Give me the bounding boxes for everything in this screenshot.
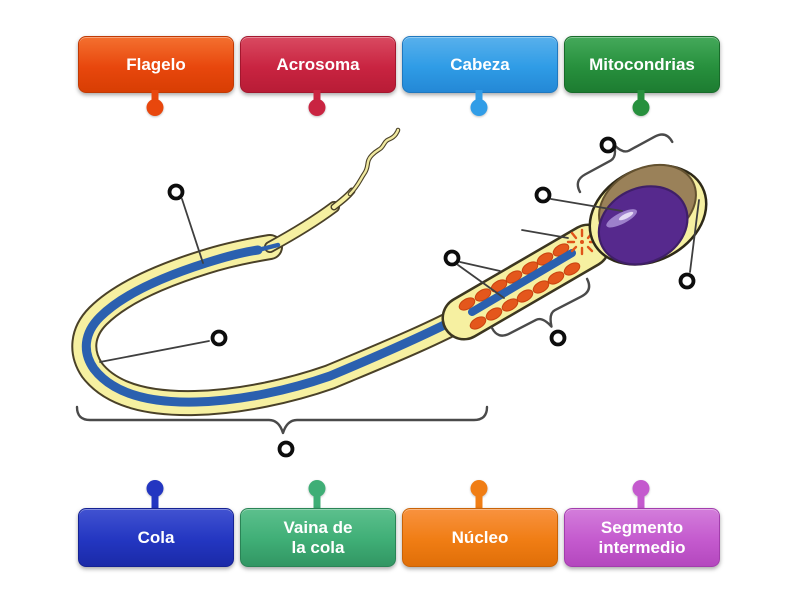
pointer-line-mitochondria-2 <box>457 264 505 299</box>
drop-target-nucleus[interactable] <box>534 186 552 204</box>
pointer-line-nucleus <box>550 198 623 212</box>
label-chip-text: Mitocondrias <box>564 36 720 93</box>
chip-stem <box>637 495 645 508</box>
label-chip-text: Núcleo <box>402 508 558 567</box>
label-chip-text: Segmento intermedio <box>564 508 720 567</box>
drop-target-acrosome[interactable] <box>678 272 696 290</box>
pointer-line-mitochondria-1 <box>459 261 501 272</box>
chip-stem <box>313 90 321 103</box>
pointer-line-tail <box>181 198 204 264</box>
chip-stem <box>475 90 483 103</box>
label-chip-text: Acrosoma <box>240 36 396 93</box>
drop-targets <box>167 136 696 458</box>
chip-dot <box>308 480 326 497</box>
chip-stem <box>151 495 159 508</box>
chip-stem <box>151 90 159 103</box>
chip-dot <box>632 99 650 116</box>
chip-stem <box>475 495 483 508</box>
chip-dot <box>470 99 488 116</box>
chip-dot <box>470 480 488 497</box>
drop-target-tail-full[interactable] <box>277 440 295 458</box>
chip-dot <box>146 99 164 116</box>
pointer-line-sheath <box>99 340 210 363</box>
chip-stem <box>637 90 645 103</box>
label-chip-text: Cabeza <box>402 36 558 93</box>
chip-dot <box>632 480 650 497</box>
pointer-line-centriole <box>521 229 569 239</box>
drop-target-head[interactable] <box>599 136 617 154</box>
chip-dot <box>146 480 164 497</box>
brace-tail-full <box>75 405 489 435</box>
chip-dot <box>308 99 326 116</box>
label-chip-text: Vaina de la cola <box>240 508 396 567</box>
mitochondria-ovals <box>458 243 581 330</box>
drop-target-tail-upper[interactable] <box>167 183 185 201</box>
nucleus-ellipse <box>597 185 689 266</box>
drop-target-midpiece[interactable] <box>549 329 567 347</box>
midpiece-axoneme-stripe <box>468 249 576 316</box>
pointer-lines <box>99 198 700 363</box>
brace-midpiece <box>490 277 591 337</box>
head <box>588 163 708 266</box>
drop-target-tail-sheath[interactable] <box>210 329 228 347</box>
drop-target-mitochondria[interactable] <box>443 249 461 267</box>
chip-stem <box>313 495 321 508</box>
pointer-line-acrosome <box>689 199 700 273</box>
axoneme-core <box>81 245 471 407</box>
label-chip-text: Cola <box>78 508 234 567</box>
label-chip-text: Flagelo <box>78 36 234 93</box>
tail-tube <box>71 127 481 417</box>
